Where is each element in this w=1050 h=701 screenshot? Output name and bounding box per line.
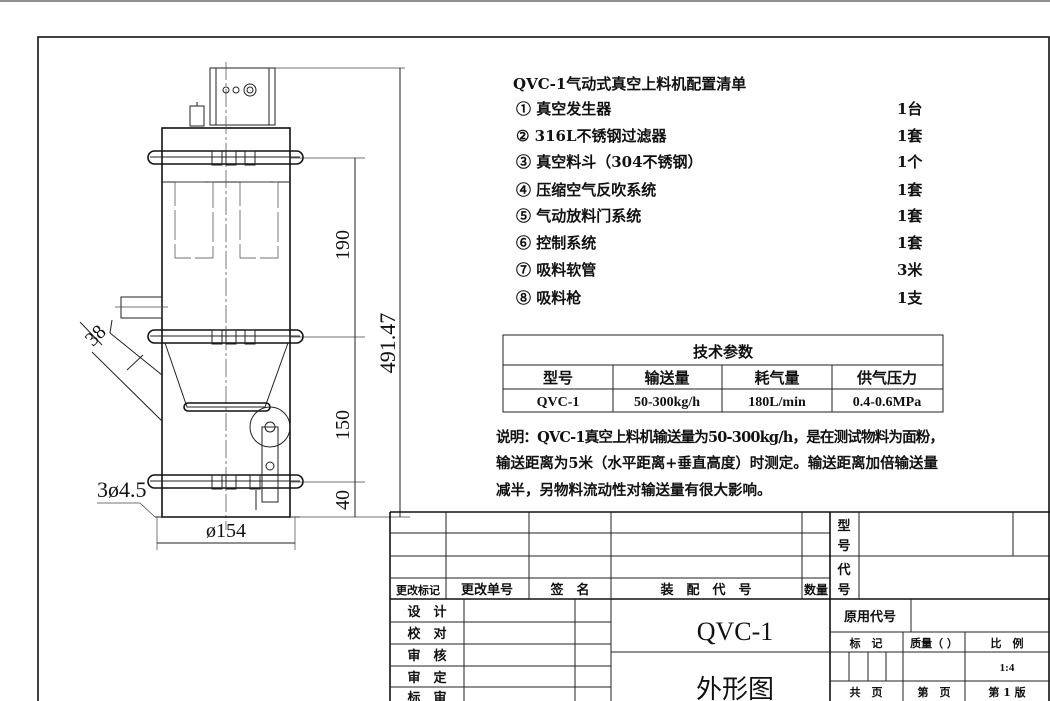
- config-item: ⑥ 控制系统: [516, 234, 596, 252]
- assembly-code-label: 装 配 代 号: [659, 582, 751, 598]
- filter-right: [239, 181, 279, 259]
- change-no-label: 更改单号: [461, 582, 513, 598]
- filter-left: [174, 181, 214, 259]
- approve-label: 审 定: [407, 670, 446, 686]
- clamp-band-top: [147, 150, 304, 166]
- config-item: ④ 压缩空气反吹系统: [516, 181, 656, 199]
- config-item: ⑤ 气动放料门系统: [516, 207, 641, 225]
- scale-value: 1:4: [1000, 662, 1015, 674]
- note-line: 输送距离为5米（水平距离+垂直高度）时测定。输送距离加倍输送量: [496, 454, 939, 472]
- standard-label: 标 审: [406, 690, 446, 701]
- drawing-name: 外形图: [696, 675, 774, 701]
- code-label: 号: [837, 583, 850, 598]
- drawing-number: QVC-1: [697, 617, 774, 646]
- config-item: ⑧ 吸料枪: [516, 289, 581, 307]
- page-label: 第 页: [918, 685, 951, 699]
- table-header: 输送量: [644, 369, 689, 387]
- table-cell: QVC-1: [537, 395, 580, 410]
- review-label: 审 核: [407, 648, 446, 664]
- config-item-qty: 1套: [897, 181, 923, 199]
- dim-diameter: ø154: [206, 520, 246, 542]
- config-list: QVC-1气动式真空上料机配置清单 ① 真空发生器 1台 ② 316L不锈钢过滤…: [513, 75, 923, 307]
- table-header: 型号: [543, 369, 573, 387]
- mark-label: 标 记: [849, 636, 883, 650]
- config-item-qty: 1支: [897, 289, 923, 307]
- config-item: ⑦ 吸料软管: [516, 261, 596, 279]
- cone: [164, 342, 289, 408]
- config-item-qty: 3米: [897, 261, 923, 279]
- orig-code-label: 原用代号: [844, 609, 896, 625]
- config-list-title: QVC-1气动式真空上料机配置清单: [513, 75, 746, 93]
- total-pages-label: 共 页: [850, 685, 883, 699]
- config-item-qty: 1个: [897, 153, 923, 171]
- top-valve: [189, 105, 205, 127]
- signature-label: 签 名: [549, 582, 589, 598]
- dim-40: 40: [332, 490, 354, 510]
- config-item: ① 真空发生器: [516, 100, 612, 118]
- inclined-inlet: [79, 319, 163, 422]
- note-line: 说明：QVC-1真空上料机输送量为50-300kg/h，是在测试物料为面粉，: [496, 428, 944, 446]
- clamp-band-bottom: [147, 474, 304, 490]
- model-label: 号: [837, 539, 850, 554]
- mass-label: 质量（ ）: [910, 636, 958, 650]
- config-item-qty: 1套: [897, 207, 923, 225]
- discharge-valve: [249, 406, 291, 448]
- check-label: 校 对: [407, 626, 446, 642]
- dimensions: 190 150 40 491.47 ø154 38 3ø4.5: [81, 67, 410, 550]
- config-item: ② 316L不锈钢过滤器: [516, 127, 668, 145]
- table-cell: 0.4-0.6MPa: [853, 395, 921, 410]
- code-label: 代: [836, 562, 850, 578]
- machine-outline: [79, 62, 304, 530]
- clamp-band-middle: [147, 329, 304, 345]
- model-label: 型: [837, 518, 850, 534]
- tech-params-table: 技术参数 型号 输送量 耗气量 供气压力 QVC-1 50-300kg/h 18…: [502, 334, 944, 413]
- scale-label: 比 例: [991, 636, 1024, 650]
- table-header: 供气压力: [856, 369, 917, 387]
- config-item-qty: 1套: [897, 127, 923, 145]
- inner-frame: [37, 36, 1050, 701]
- config-item: ③ 真空料斗（304不锈钢）: [516, 153, 703, 171]
- note-line: 减半，另物料流动性对输送量有很大影响。: [496, 481, 772, 499]
- note: 说明：QVC-1真空上料机输送量为50-300kg/h，是在测试物料为面粉， 输…: [496, 428, 944, 499]
- dim-inlet: 38: [81, 321, 111, 351]
- change-mark-label: 更改标记: [396, 583, 440, 597]
- tech-params-title: 技术参数: [693, 343, 754, 361]
- dim-150: 150: [332, 410, 354, 440]
- version-label: 第 1 版: [988, 685, 1025, 699]
- dim-190: 190: [332, 230, 354, 260]
- table-cell: 50-300kg/h: [634, 395, 700, 410]
- dim-holes: 3ø4.5: [97, 477, 147, 502]
- table-header: 耗气量: [754, 369, 799, 387]
- quantity-label: 数量: [804, 582, 828, 597]
- side-inlet: [120, 296, 163, 319]
- config-item-qty: 1台: [897, 100, 922, 118]
- design-label: 设 计: [407, 604, 446, 620]
- dim-total-height: 491.47: [375, 313, 400, 374]
- title-block: 更改标记 更改单号 签 名 装 配 代 号 数量 型 号 代 号 设 计 校 对…: [389, 511, 1050, 701]
- table-cell: 180L/min: [748, 395, 806, 410]
- config-item-qty: 1套: [897, 234, 923, 252]
- top-bracket: [209, 67, 276, 126]
